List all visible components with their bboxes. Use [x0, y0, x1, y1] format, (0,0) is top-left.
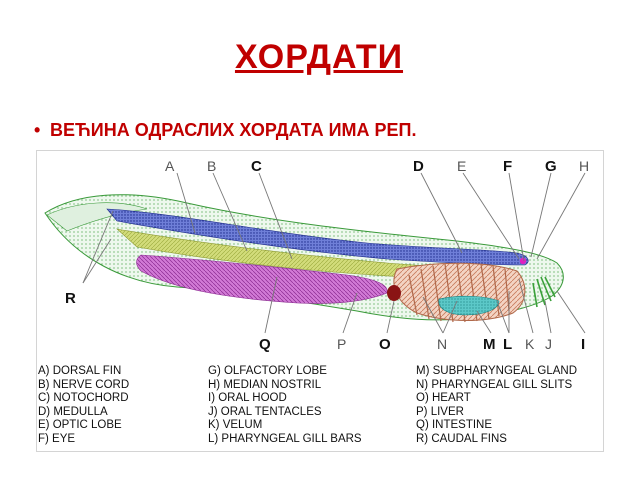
legend-column-2: G) OLFACTORY LOBE H) MEDIAN NOSTRIL I) O… — [208, 365, 362, 447]
diagram-legend: A) DORSAL FIN B) NERVE CORD C) NOTOCHORD… — [38, 365, 598, 447]
legend-item: L) PHARYNGEAL GILL BARS — [208, 432, 362, 445]
label-M: M — [483, 336, 496, 353]
legend-item: K) VELUM — [208, 419, 263, 432]
label-D: D — [413, 158, 424, 175]
legend-item: E) OPTIC LOBE — [38, 419, 122, 432]
legend-column-3: M) SUBPHARYNGEAL GLAND N) PHARYNGEAL GIL… — [416, 365, 577, 447]
legend-item: I) ORAL HOOD — [208, 392, 287, 405]
label-L: L — [503, 336, 512, 353]
label-E: E — [457, 158, 466, 174]
label-J: J — [545, 336, 552, 352]
legend-item: O) HEART — [416, 392, 471, 405]
label-Q: Q — [259, 336, 271, 353]
legend-item: H) MEDIAN NOSTRIL — [208, 378, 322, 391]
label-I: I — [581, 336, 585, 353]
legend-item: D) MEDULLA — [38, 405, 108, 418]
label-A: A — [165, 158, 175, 174]
label-H: H — [579, 158, 589, 174]
legend-item: A) DORSAL FIN — [38, 365, 122, 377]
label-P: P — [337, 336, 346, 352]
label-O: O — [379, 336, 391, 353]
legend-item: M) SUBPHARYNGEAL GLAND — [416, 365, 578, 377]
amphioxus-diagram: A B C D E F G H R Q P O N M L K J I — [36, 150, 604, 452]
legend-item: G) OLFACTORY LOBE — [208, 365, 327, 377]
label-G: G — [545, 158, 557, 175]
bullet-item: • ВЕЋИНА ОДРАСЛИХ ХОРДАТА ИМА РЕП. — [34, 120, 416, 141]
intestine — [136, 254, 388, 304]
legend-item: Q) INTESTINE — [416, 419, 493, 432]
label-C: C — [251, 158, 262, 175]
oral-tentacles — [532, 276, 556, 308]
label-K: K — [525, 336, 535, 352]
bullet-icon: • — [34, 120, 41, 140]
legend-item: B) NERVE CORD — [38, 378, 130, 391]
legend-item: N) PHARYNGEAL GILL SLITS — [416, 378, 573, 391]
label-N: N — [437, 336, 447, 352]
bullet-text: ВЕЋИНА ОДРАСЛИХ ХОРДАТА ИМА РЕП. — [50, 120, 417, 140]
legend-item: F) EYE — [38, 432, 76, 445]
legend-item: C) NOTOCHORD — [38, 392, 129, 405]
diagram-svg: A B C D E F G H R Q P O N M L K J I — [44, 158, 589, 353]
subpharyngeal-gland — [438, 295, 500, 316]
label-B: B — [207, 158, 216, 174]
legend-item: J) ORAL TENTACLES — [208, 405, 322, 418]
slide-title: ХОРДАТИ — [234, 38, 404, 76]
heart — [387, 285, 401, 301]
legend-item: P) LIVER — [416, 405, 464, 418]
leader-lines — [82, 172, 586, 334]
legend-item: R) CAUDAL FINS — [416, 432, 507, 445]
label-F: F — [503, 158, 512, 175]
label-R: R — [65, 290, 76, 307]
eye — [519, 257, 527, 265]
legend-column-1: A) DORSAL FIN B) NERVE CORD C) NOTOCHORD… — [38, 365, 129, 447]
